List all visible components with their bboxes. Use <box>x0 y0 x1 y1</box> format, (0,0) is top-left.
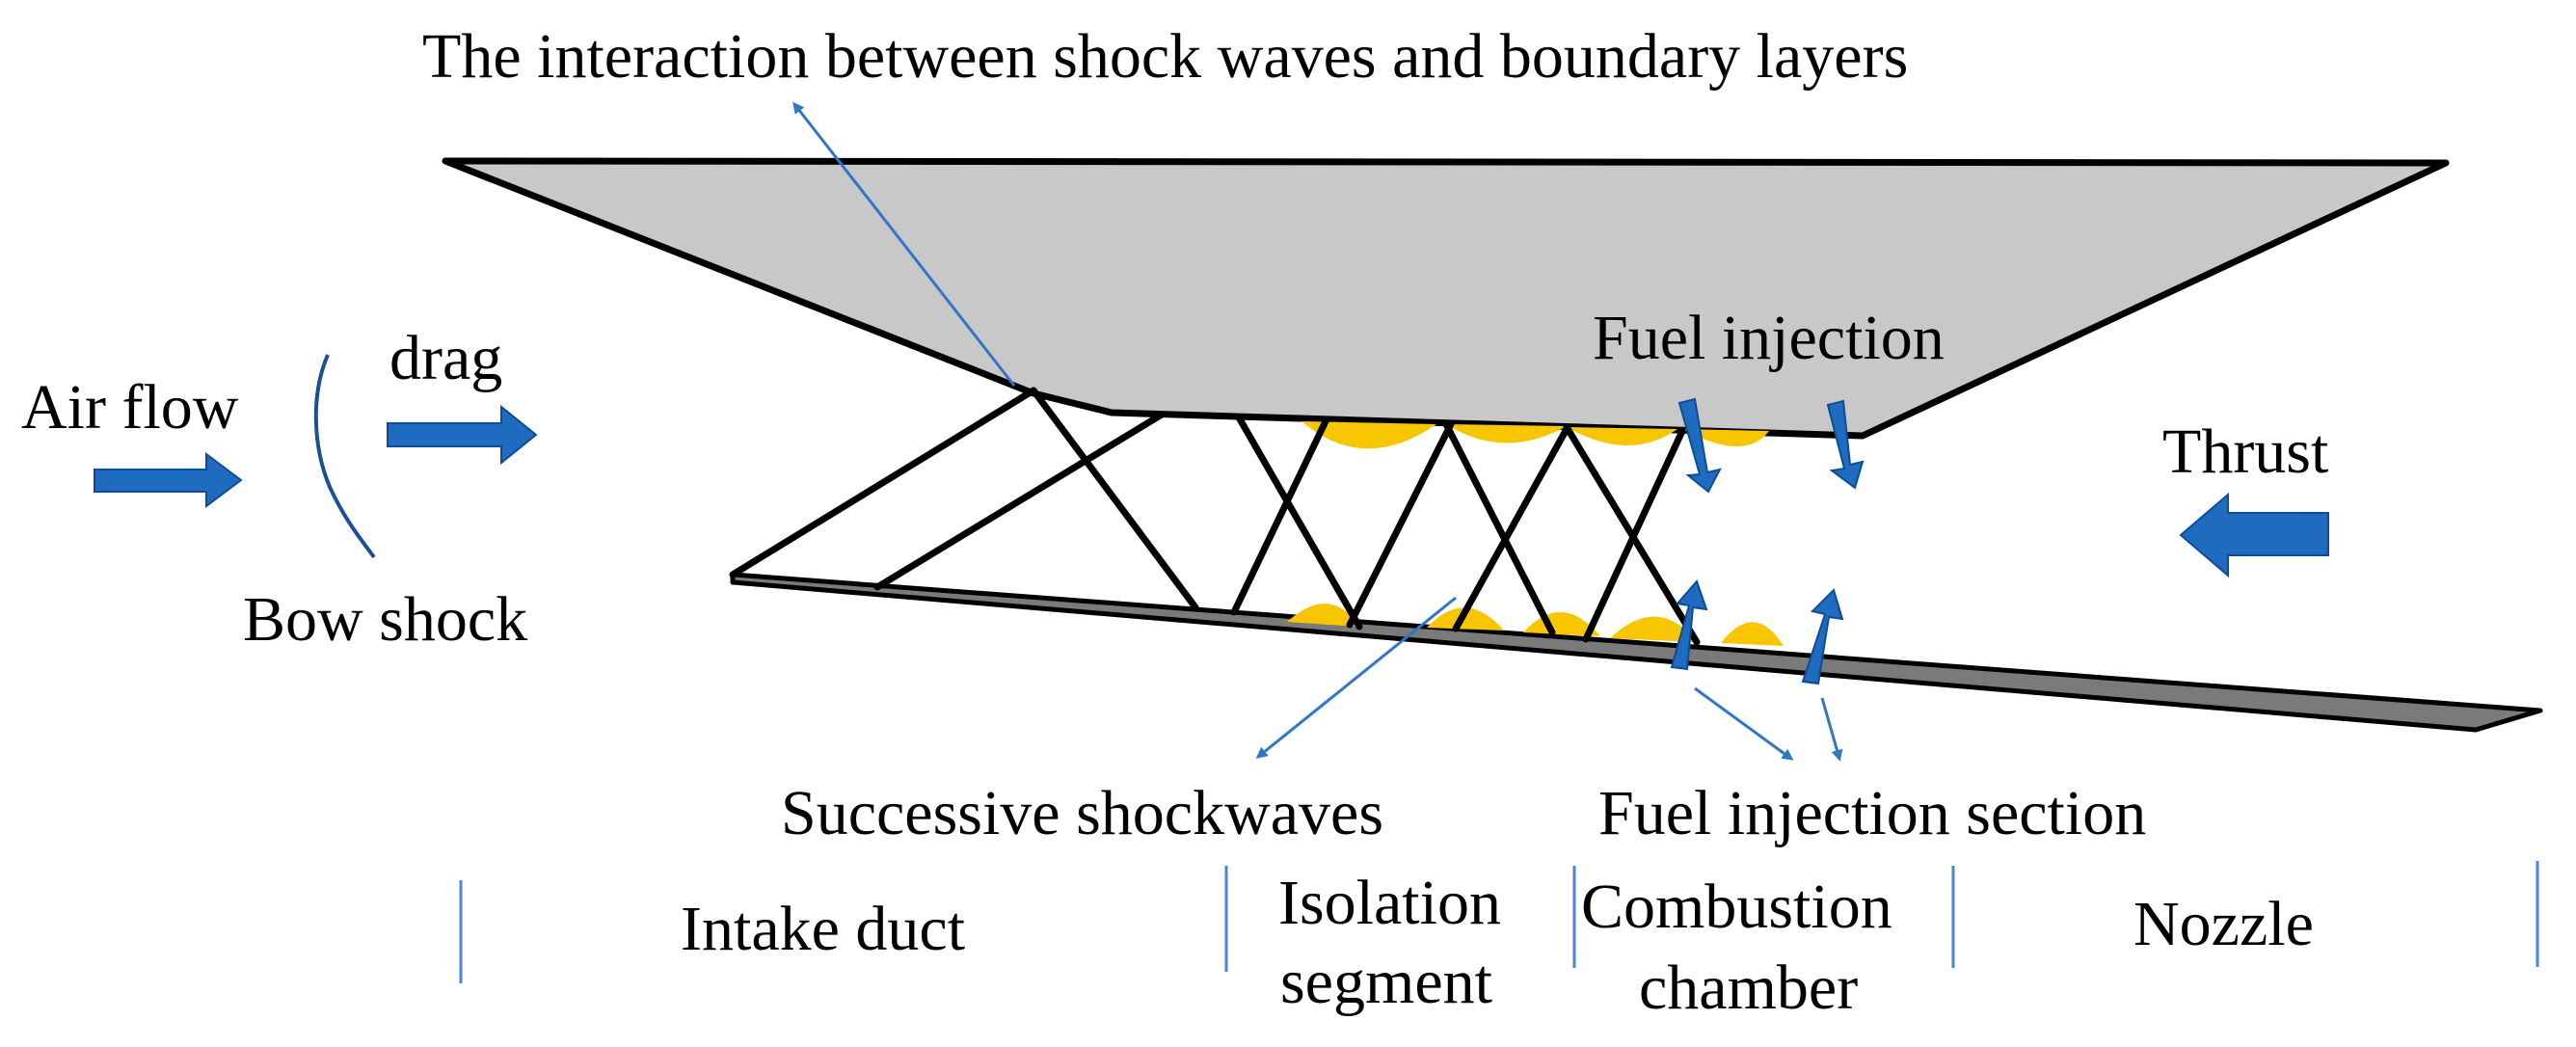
fuel-injection-arrows-lower <box>1670 579 1844 685</box>
section-isolation-line1: Isolation <box>1278 868 1501 938</box>
thrust-arrow <box>2179 492 2329 578</box>
section-nozzle: Nozzle <box>2133 889 2314 959</box>
section-dividers <box>459 861 2539 983</box>
shock-waves <box>729 387 1701 646</box>
lower-separation-bubbles <box>1287 604 1784 646</box>
lower-ramp <box>730 572 2543 733</box>
section-combustion-line2: chamber <box>1639 953 1858 1023</box>
fuel-injection-label: Fuel injection <box>1593 303 1945 373</box>
section-intake-duct: Intake duct <box>681 894 965 964</box>
bow-shock-curve <box>313 354 376 559</box>
fuel-injection-section-label: Fuel injection section <box>1598 778 2146 848</box>
upper-separation-bubbles <box>1301 421 1769 449</box>
upper-body <box>442 157 2450 440</box>
section-combustion-line1: Combustion <box>1581 872 1892 942</box>
section-isolation-line2: segment <box>1280 947 1492 1017</box>
interaction-label: The interaction between shock waves and … <box>422 21 1908 92</box>
bow-shock-label: Bow shock <box>243 584 527 655</box>
air-flow-label: Air flow <box>21 372 239 443</box>
fuel-injection-arrows-upper <box>1677 397 1865 494</box>
drag-label: drag <box>389 323 502 393</box>
air-flow-arrow <box>94 452 243 508</box>
leader-lines <box>792 101 1843 762</box>
successive-shockwaves-label: Successive shockwaves <box>781 778 1383 848</box>
drag-arrow <box>387 404 538 466</box>
thrust-label: Thrust <box>2162 416 2328 487</box>
